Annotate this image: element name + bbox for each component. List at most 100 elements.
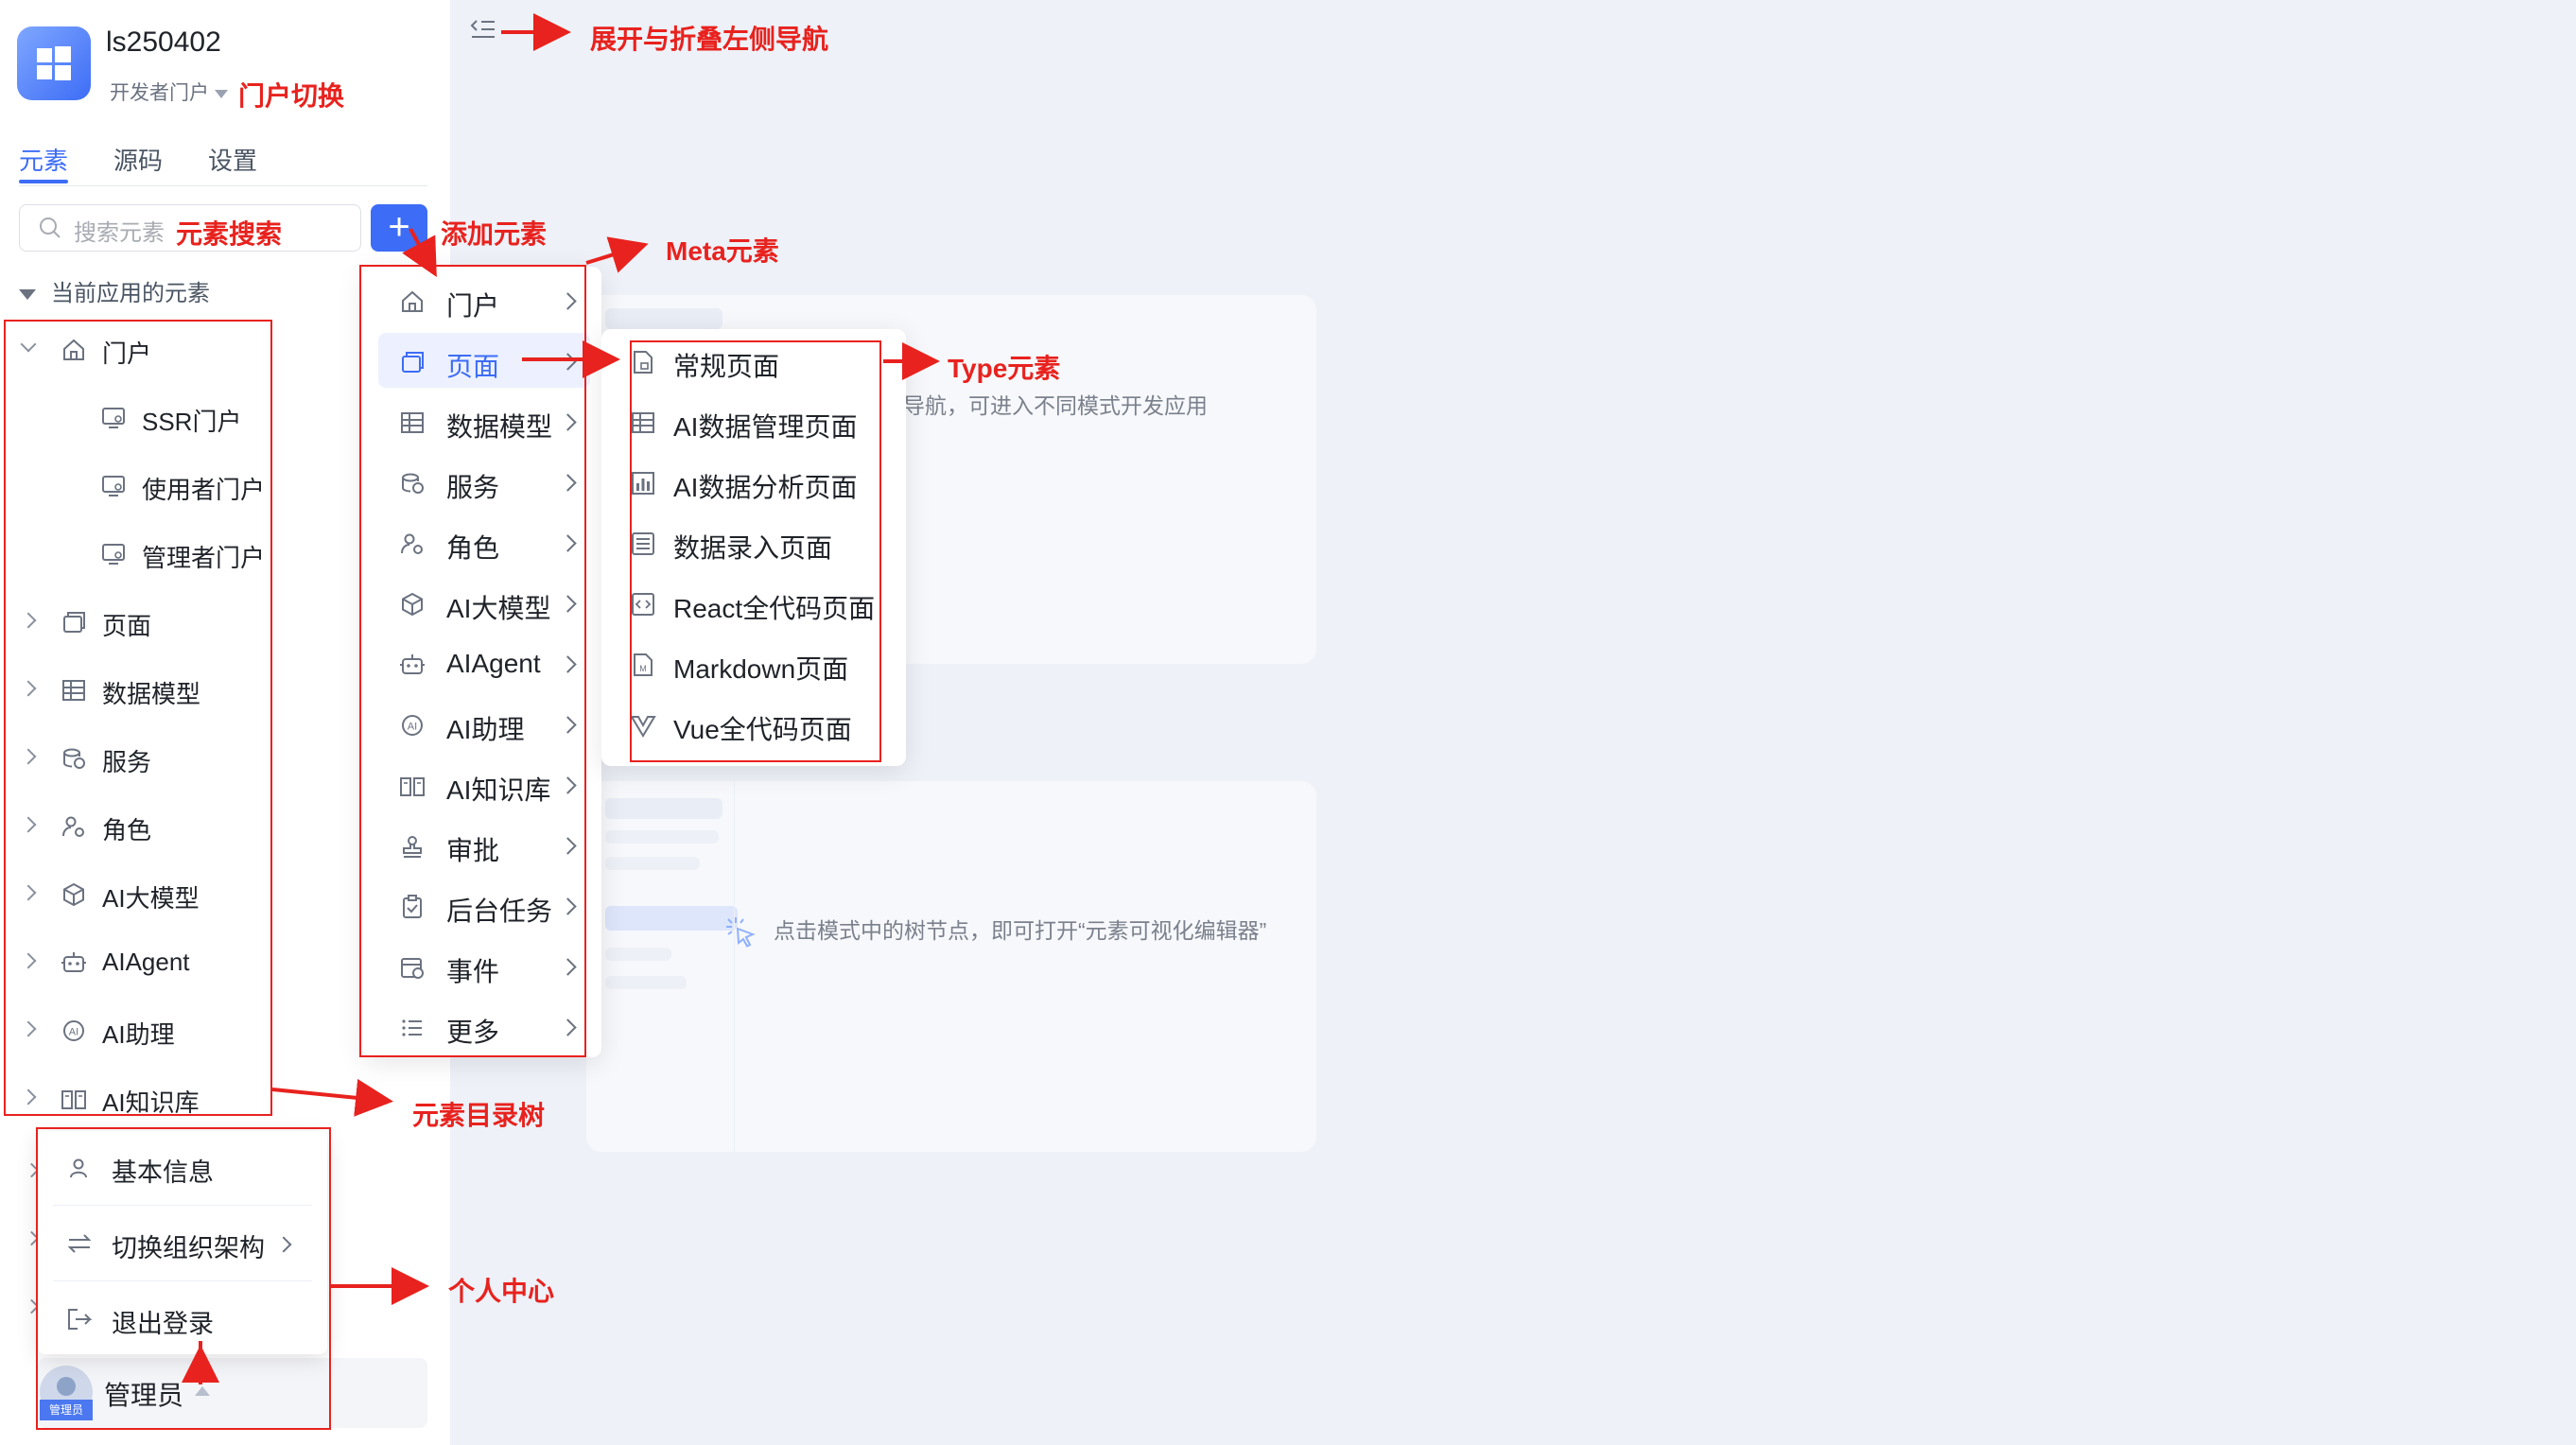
placeholder-bar <box>605 308 722 329</box>
type-menu-item-data-entry[interactable]: 数据录入页面 <box>601 513 906 573</box>
tree-item-ssr-portal[interactable]: SSR门户 <box>0 392 265 448</box>
type-menu-item-vue-page[interactable]: Vue全代码页面 <box>601 694 906 755</box>
menu-item-label: 退出登录 <box>112 1310 214 1338</box>
search-input[interactable] <box>19 204 361 252</box>
menu-item-logout[interactable]: 退出登录 <box>38 1282 327 1356</box>
meta-menu-item-ai-knowledge[interactable]: AI知识库 <box>363 755 601 815</box>
portal-switcher[interactable]: 开发者门户 <box>110 78 228 106</box>
meta-menu-item-more[interactable]: 更多 <box>363 997 601 1057</box>
tree-item-label: SSR门户 <box>142 408 242 436</box>
search-icon <box>40 218 61 238</box>
tree-item-ai-agent[interactable]: AIAgent <box>0 936 265 993</box>
database-icon <box>402 473 424 494</box>
tree-item-services[interactable]: 服务 <box>0 732 265 789</box>
meta-menu-label: 服务 <box>446 473 500 502</box>
type-menu-item-markdown-page[interactable]: M Markdown页面 <box>601 634 906 694</box>
cube-icon <box>63 882 84 907</box>
caret-down-icon <box>215 89 228 98</box>
tree-item-label: 数据模型 <box>102 680 201 708</box>
meta-menu-label: AI大模型 <box>446 594 551 623</box>
tree-item-admin-portal[interactable]: 管理者门户 <box>0 528 265 584</box>
event-icon <box>401 958 424 979</box>
annotation-add-element: 添加元素 <box>441 219 548 249</box>
tree-item-label: AI助理 <box>102 1020 175 1049</box>
type-element-menu: 常规页面 AI数据管理页面 AI数据分析页面 数据录入页面 React全代码页面… <box>601 329 906 766</box>
meta-menu-item-event[interactable]: 事件 <box>363 936 601 997</box>
meta-menu-label: 更多 <box>446 1018 500 1047</box>
type-menu-label: AI数据分析页面 <box>673 473 858 502</box>
role-icon <box>401 533 423 554</box>
divider <box>734 781 735 1152</box>
placeholder-bar <box>605 857 700 870</box>
tree-item-ai-knowledge[interactable]: AI知识库 <box>0 1072 265 1129</box>
meta-menu-label: 事件 <box>446 957 500 986</box>
meta-menu-item-portal[interactable]: 门户 <box>363 270 601 331</box>
add-element-button[interactable]: + <box>371 204 427 252</box>
type-menu-label: 常规页面 <box>673 352 780 381</box>
menu-item-label: 基本信息 <box>112 1158 214 1187</box>
pages-icon <box>63 612 85 633</box>
caret-up-icon[interactable] <box>195 1386 210 1396</box>
menu-item-basic-info[interactable]: 基本信息 <box>38 1131 327 1205</box>
tab-settings[interactable]: 设置 <box>208 147 258 175</box>
annotation-element-tree: 元素目录树 <box>412 1101 546 1130</box>
tree-section-header[interactable]: 当前应用的元素 <box>19 274 210 307</box>
meta-menu-item-pages[interactable]: 页面 <box>363 331 601 392</box>
tab-elements[interactable]: 元素 <box>19 147 69 175</box>
meta-menu-item-ai-assistant[interactable]: AI AI助理 <box>363 694 601 755</box>
active-tab-indicator <box>19 180 68 183</box>
meta-menu-item-approval[interactable]: 审批 <box>363 815 601 876</box>
tree-item-label: 管理者门户 <box>142 544 266 572</box>
annotation-collapse-nav: 展开与折叠左侧导航 <box>590 25 829 54</box>
click-pointer-icon <box>726 917 756 948</box>
search-placeholder: 搜索元素 <box>74 220 165 246</box>
collapse-nav-icon[interactable] <box>469 17 497 42</box>
type-menu-item-ai-data-management[interactable]: AI数据管理页面 <box>601 392 906 452</box>
annotation-type-element: Type元素 <box>948 354 1061 383</box>
annotation-box-meta <box>359 265 586 1057</box>
ai-assistant-icon: AI <box>63 1020 84 1041</box>
meta-menu-item-data-model[interactable]: 数据模型 <box>363 392 601 452</box>
annotation-element-search: 元素搜索 <box>176 219 283 249</box>
meta-menu-label: 页面 <box>446 352 500 381</box>
meta-menu-item-roles[interactable]: 角色 <box>363 513 601 573</box>
tree-item-pages[interactable]: 页面 <box>0 596 265 653</box>
page-icon <box>634 351 653 374</box>
tree-item-data-model[interactable]: 数据模型 <box>0 664 265 721</box>
user-profile-row[interactable] <box>38 1358 427 1428</box>
meta-menu-item-background-task[interactable]: 后台任务 <box>363 876 601 936</box>
meta-menu-label: 角色 <box>446 533 500 563</box>
swap-icon <box>67 1234 92 1253</box>
tree-item-user-portal[interactable]: 使用者门户 <box>0 460 265 516</box>
form-icon <box>632 532 654 555</box>
meta-element-menu: 门户 页面 数据模型 服务 角色 AI大模型 AIAgent AI AI助理 <box>363 267 601 1057</box>
type-menu-item-react-page[interactable]: React全代码页面 <box>601 573 906 634</box>
tree-item-portal[interactable]: 门户 <box>0 323 265 380</box>
menu-item-switch-org[interactable]: 切换组织架构 <box>38 1207 327 1280</box>
type-menu-label: Markdown页面 <box>673 654 849 684</box>
user-menu: 基本信息 切换组织架构 退出登录 <box>38 1131 327 1354</box>
divider <box>53 1280 312 1281</box>
caret-down-icon <box>19 289 36 301</box>
placeholder-selected-bar <box>605 906 738 931</box>
ai-assistant-icon: AI <box>402 715 423 736</box>
database-icon <box>63 748 85 769</box>
monitor-icon <box>102 408 125 428</box>
tree-item-label: 使用者门户 <box>142 476 266 504</box>
type-menu-item-ai-data-analysis[interactable]: AI数据分析页面 <box>601 452 906 513</box>
meta-menu-item-ai-model[interactable]: AI大模型 <box>363 573 601 634</box>
tree-item-ai-assistant[interactable]: AI AI助理 <box>0 1004 265 1061</box>
table-icon <box>632 412 654 433</box>
meta-menu-item-services[interactable]: 服务 <box>363 452 601 513</box>
menu-item-label: 切换组织架构 <box>112 1234 265 1262</box>
portal-name: 开发者门户 <box>110 82 209 104</box>
meta-menu-item-ai-agent[interactable]: AIAgent <box>363 634 601 694</box>
tree-item-ai-model[interactable]: AI大模型 <box>0 868 265 925</box>
tree-item-roles[interactable]: 角色 <box>0 800 265 857</box>
type-menu-label: 数据录入页面 <box>673 533 833 563</box>
annotation-meta-element: Meta元素 <box>666 236 779 266</box>
user-name[interactable]: 管理员 <box>104 1381 184 1410</box>
tab-source[interactable]: 源码 <box>113 147 164 175</box>
bar-chart-icon <box>632 472 654 495</box>
type-menu-item-normal-page[interactable]: 常规页面 <box>601 331 906 392</box>
